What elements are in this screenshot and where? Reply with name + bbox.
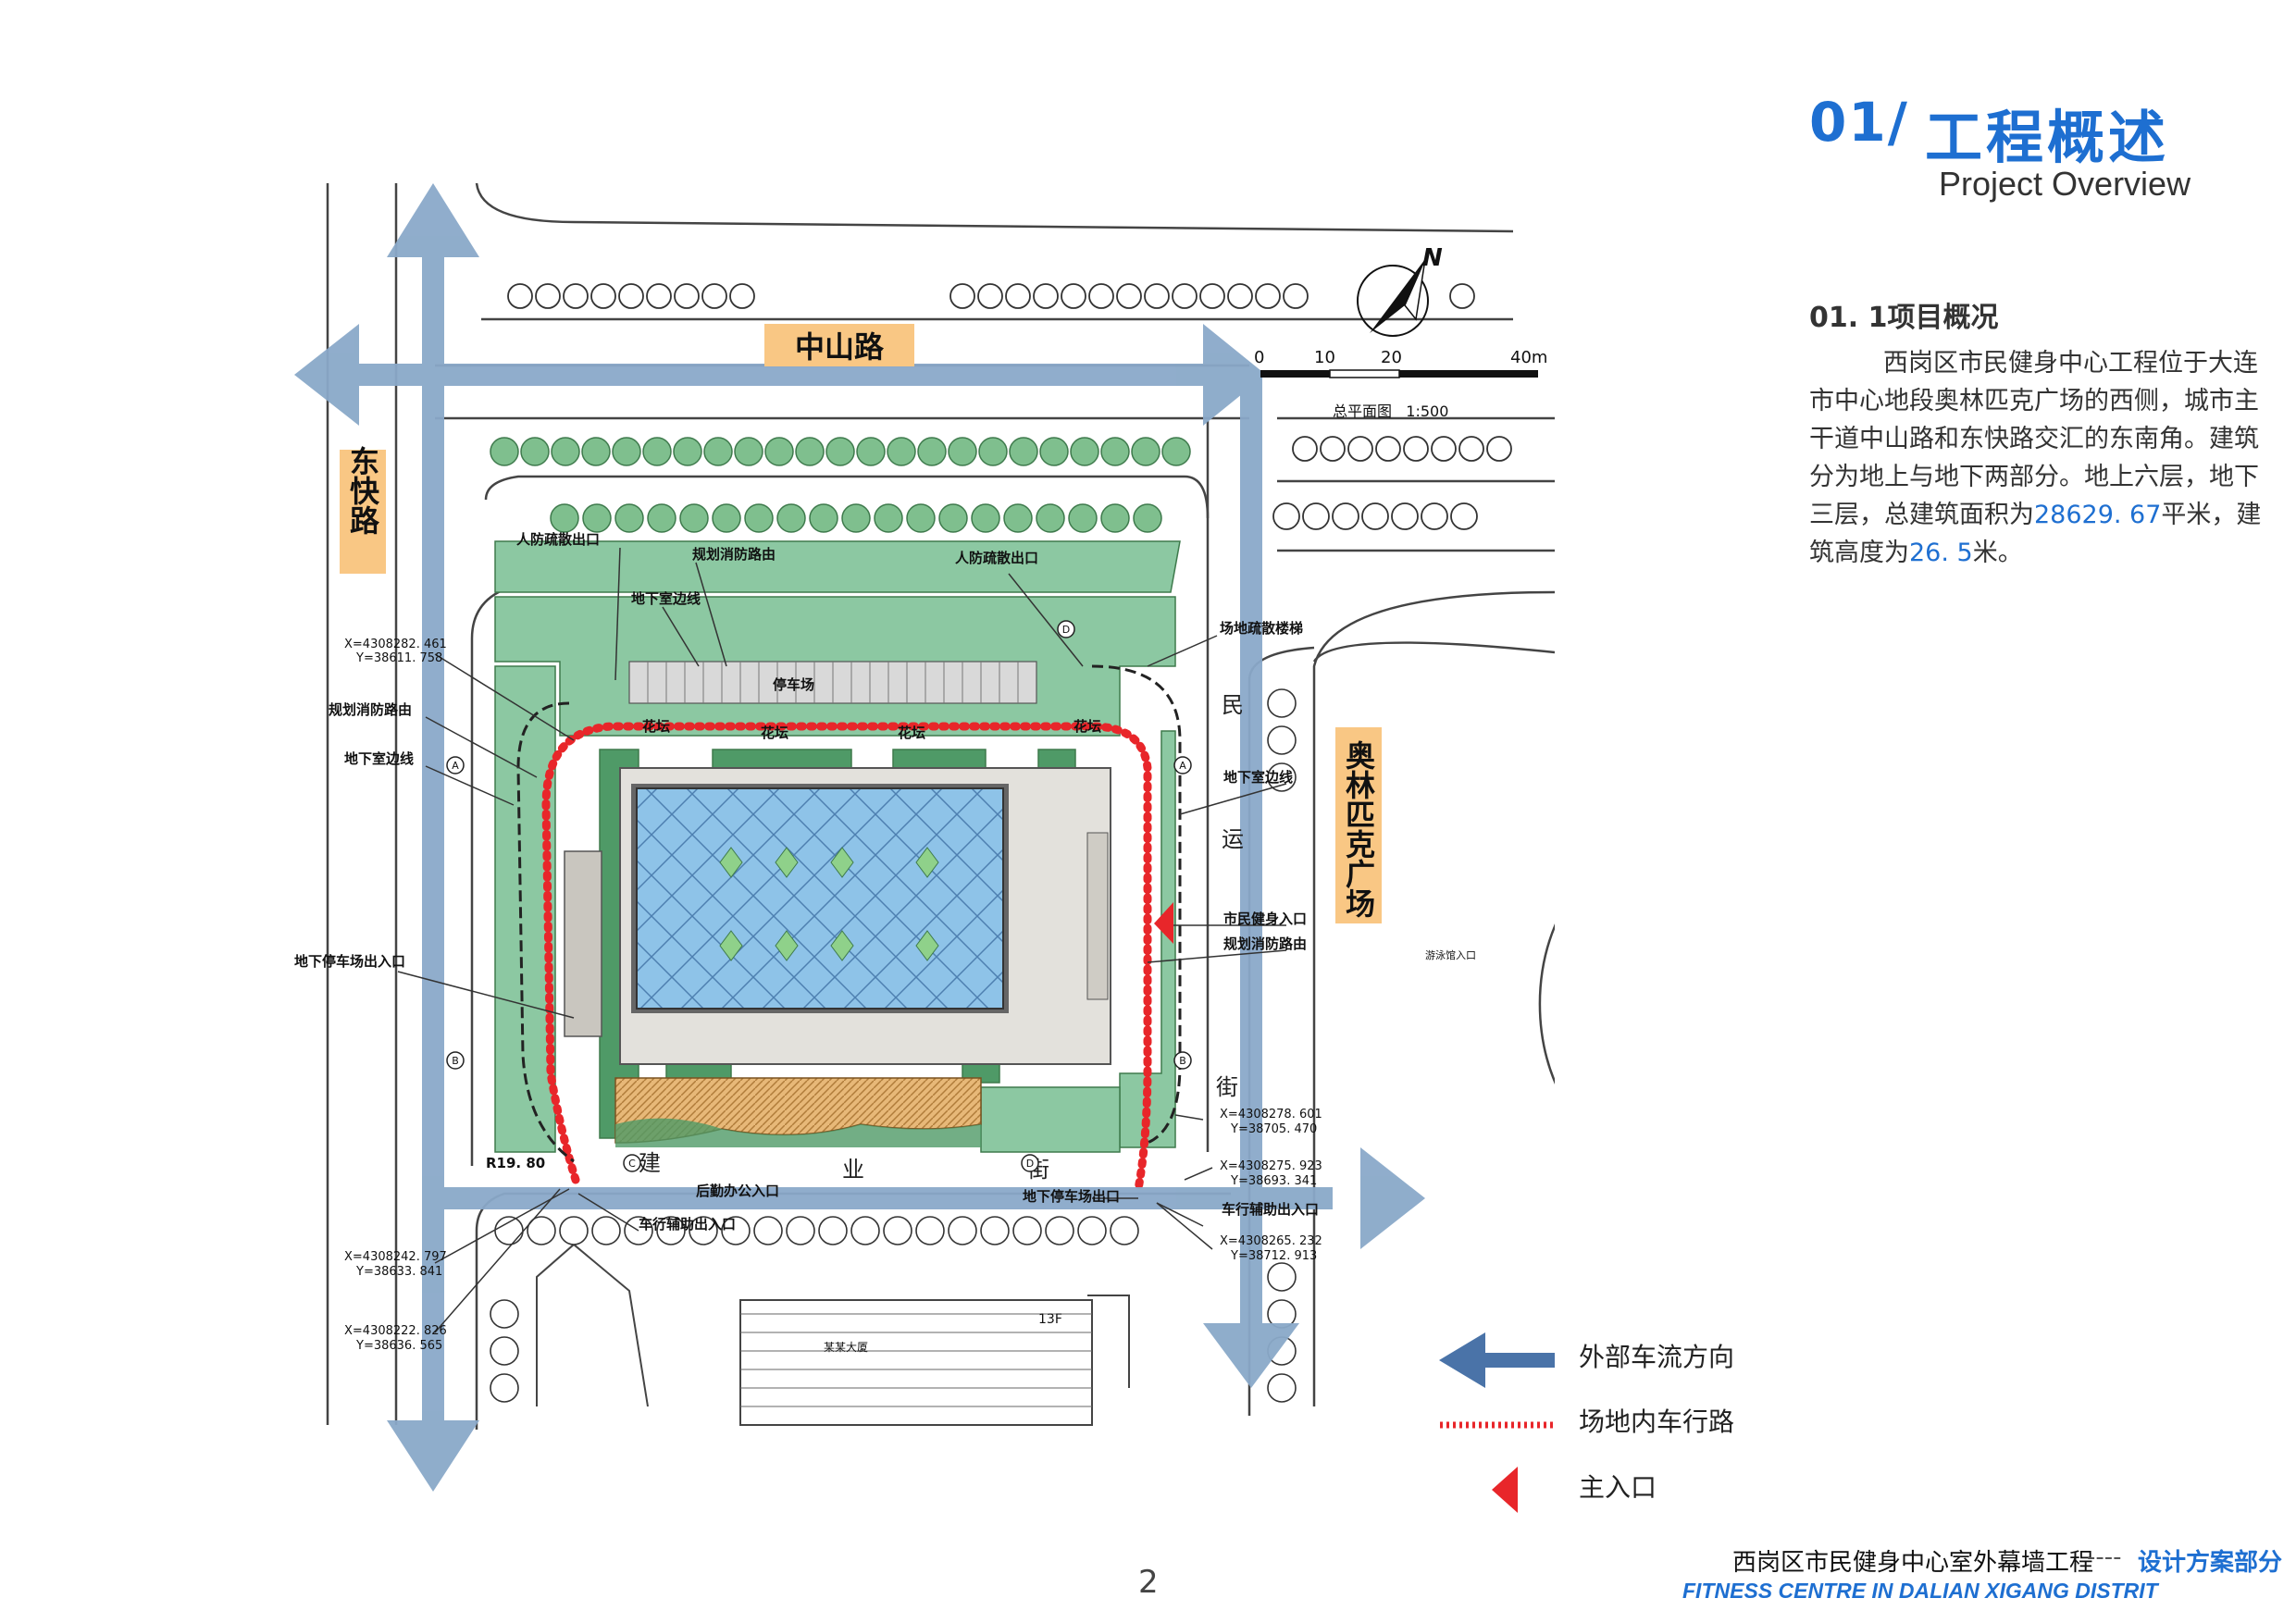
scale-tick-40: 40m (1510, 348, 1547, 367)
street-trees-green (490, 437, 1191, 533)
site-plan-drawing: 中山路 东快路 奥林匹克广场 民 运 街 建 业 街 N 0 10 20 40m… (294, 182, 1555, 1513)
street-char-yun: 运 (1222, 826, 1244, 852)
coord-2-x: X=4308278. 601 (1220, 1108, 1322, 1121)
footer-dash: ---- (2087, 1543, 2122, 1571)
footer-section-name: 设计方案部分 (2138, 1549, 2283, 1577)
coord-3-y: Y=38693. 341 (1230, 1174, 1317, 1188)
axis-b-right: B (1179, 1055, 1186, 1067)
legend-graphics (1439, 1332, 1555, 1513)
label-radius: R19. 80 (486, 1155, 545, 1171)
page-number: 2 (1138, 1564, 1159, 1601)
height-value: 26. 5 (1909, 539, 1973, 567)
label-fire-road-top: 规划消防路由 (692, 546, 776, 563)
label-aux-exit-right: 车行辅助出入口 (1222, 1201, 1319, 1218)
label-basement-line-top: 地下室边线 (631, 590, 701, 607)
label-flower-1: 花坛 (642, 718, 670, 735)
main-entrance-marker (1154, 902, 1173, 944)
scale-bar (1260, 369, 1538, 378)
label-tower-floors: 13F (1038, 1312, 1062, 1327)
label-flower-4: 花坛 (1074, 718, 1101, 735)
legend-onsite-route: 场地内车行路 (1579, 1406, 1735, 1437)
scale-tick-20: 20 (1381, 348, 1402, 367)
street-char-jie-east: 街 (1216, 1074, 1238, 1100)
axis-d-top: D (1062, 624, 1070, 636)
project-description: 西岗区市民健身中心工程位于大连市中心地段奥林匹克广场的西侧，城市主干道中山路和东… (1809, 344, 2272, 572)
desc-part-a: 西岗区市民健身中心工程位于大连市中心地段奥林匹克广场的西侧，城市主干道中山路和东… (1809, 349, 2259, 529)
road-label-dongkuai: 东快路 (345, 445, 380, 535)
street-char-jian: 建 (639, 1150, 661, 1176)
road-label-boxes (340, 324, 1382, 923)
label-basement-line-right: 地下室边线 (1223, 769, 1293, 786)
north-arrow (1357, 258, 1429, 337)
axis-a-left: A (452, 760, 459, 772)
axis-d-bottom: D (1026, 1158, 1034, 1170)
coord-1-y: Y=38611. 758 (355, 651, 442, 665)
label-civil-exit-2: 人防疏散出口 (955, 550, 1038, 566)
legend-main-entrance: 主入口 (1579, 1472, 1657, 1503)
desc-part-c: 米。 (1972, 539, 2023, 567)
coord-1-x: X=4308282. 461 (344, 638, 447, 651)
leader-lines (397, 547, 1287, 1333)
north-label: N (1422, 244, 1443, 272)
coord-3-x: X=4308275. 923 (1220, 1159, 1322, 1173)
building-footprint (564, 767, 1111, 1065)
label-civil-exit-1: 人防疏散出口 (516, 531, 600, 548)
scale-tick-10: 10 (1314, 348, 1335, 367)
street-char-min: 民 (1222, 692, 1244, 718)
footer-title-cn: 西岗区市民健身中心室外幕墙工程 (1732, 1549, 2094, 1577)
page-title: 工程概述 (1925, 104, 2170, 171)
scale-caption: 总平面图 1:500 (1333, 403, 1448, 420)
coord-5-y: Y=38633. 841 (355, 1265, 442, 1279)
label-fire-road-right: 规划消防路由 (1223, 935, 1307, 952)
area-value: 28629. 67 (2034, 501, 2162, 529)
axis-c-bottom: C (628, 1158, 636, 1170)
onsite-vehicle-route (541, 722, 1152, 1194)
legend-traffic: 外部车流方向 (1579, 1342, 1735, 1372)
label-fire-road-left: 规划消防路由 (329, 701, 412, 718)
basement-line (516, 664, 1182, 1163)
label-aux-exit-left: 车行辅助出入口 (639, 1216, 736, 1233)
scale-tick-0: 0 (1254, 348, 1264, 367)
street-trees-south (490, 688, 1297, 1403)
traffic-arrows (294, 183, 1425, 1492)
street-char-ye: 业 (842, 1157, 864, 1183)
section-number: 01/ (1809, 91, 1909, 154)
label-ug-parking-bottom: 地下停车场出口 (1023, 1188, 1120, 1205)
label-parking: 停车场 (773, 676, 814, 693)
south-paving (614, 1077, 982, 1147)
footer-title-en: FITNESS CENTRE IN DALIAN XIGANG DISTRIT (1682, 1579, 2158, 1603)
coord-2-y: Y=38705. 470 (1230, 1122, 1317, 1136)
coord-6-y: Y=38636. 565 (355, 1339, 442, 1353)
coord-4-y: Y=38712. 913 (1230, 1249, 1317, 1263)
axis-b-left: B (452, 1055, 459, 1067)
street-trees-north (507, 283, 1512, 530)
road-label-zhongshan: 中山路 (795, 329, 885, 365)
label-rear-office: 后勤办公入口 (696, 1183, 779, 1199)
label-flower-2: 花坛 (761, 725, 788, 741)
desc-part-b: 平米，建筑高度为 (1809, 501, 2262, 567)
label-basement-line-left: 地下室边线 (344, 750, 414, 767)
label-main-entrance: 市民健身入口 (1223, 911, 1307, 927)
label-tower-name: 某某大厦 (824, 1341, 868, 1354)
coord-5-x: X=4308242. 797 (344, 1250, 447, 1264)
road-label-olympic: 奥林匹克广场 (1341, 740, 1376, 918)
label-ug-parking-left: 地下停车场出入口 (294, 953, 405, 970)
south-building (536, 1243, 1130, 1426)
coord-6-x: X=4308222. 826 (344, 1324, 447, 1338)
coord-4-x: X=4308265. 232 (1220, 1234, 1322, 1248)
axis-markers (446, 620, 1192, 1172)
axis-a-right: A (1179, 760, 1186, 772)
section-heading: 01. 1项目概况 (1809, 302, 1999, 334)
page-subtitle: Project Overview (1939, 165, 2191, 203)
label-flower-3: 花坛 (898, 725, 925, 741)
label-fire-stair: 场地疏散楼梯 (1220, 620, 1303, 637)
label-round-plaza: 游泳馆入口 (1425, 948, 1476, 961)
